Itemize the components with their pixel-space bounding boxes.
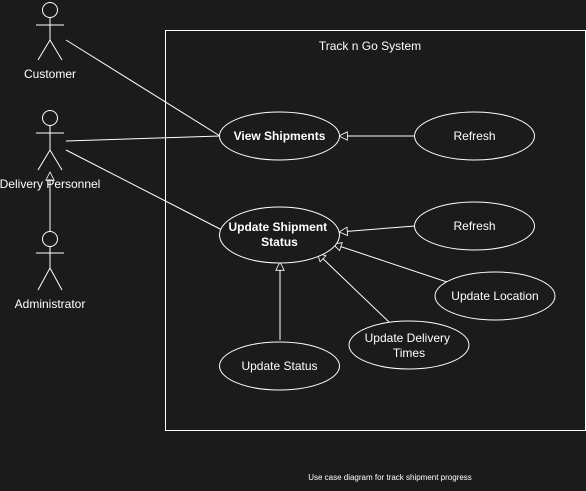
generalization-times-update	[317, 253, 390, 323]
use-case-refresh-view	[414, 111, 535, 161]
use-case-refresh-update	[414, 201, 535, 251]
use-case-update-status-label: Update Status	[241, 359, 317, 373]
use-case-update-shipment-status	[219, 206, 340, 264]
diagram-caption: Use case diagram for track shipment prog…	[308, 473, 472, 482]
use-case-refresh-update-label: Refresh	[453, 219, 495, 233]
use-case-update-delivery-times-label: Update Delivery Times	[365, 331, 454, 360]
actor-delivery-personnel	[36, 110, 64, 171]
actor-administrator	[36, 231, 64, 291]
use-case-update-location	[434, 271, 556, 321]
use-case-view-shipments-label: View Shipments	[234, 129, 326, 143]
association-delivery-view	[65, 135, 221, 142]
association-delivery-update	[65, 149, 223, 231]
generalization-location-update	[333, 244, 448, 283]
use-case-refresh-view-label: Refresh	[453, 129, 495, 143]
system-title: Track n Go System	[319, 39, 421, 53]
use-case-update-status	[219, 341, 340, 391]
use-case-update-shipment-status-line1: Update Shipment	[228, 220, 327, 234]
use-case-update-shipment-status-label: Update Shipment Status	[228, 220, 330, 249]
association-customer-view	[65, 39, 221, 137]
use-case-update-delivery-times-line1: Update Delivery	[365, 331, 450, 345]
use-case-update-delivery-times	[348, 320, 470, 370]
use-case-update-location-label: Update Location	[451, 289, 538, 303]
use-case-view-shipments	[219, 111, 340, 161]
use-case-update-delivery-times-line2: Times	[393, 346, 425, 360]
generalization-refresh-update	[339, 225, 416, 232]
use-case-update-shipment-status-line2: Status	[261, 235, 298, 249]
actor-customer-label: Customer	[24, 67, 76, 81]
actor-delivery-personnel-label: Delivery Personnel	[0, 177, 100, 191]
actor-customer	[36, 2, 64, 61]
actor-administrator-label: Administrator	[15, 297, 86, 311]
